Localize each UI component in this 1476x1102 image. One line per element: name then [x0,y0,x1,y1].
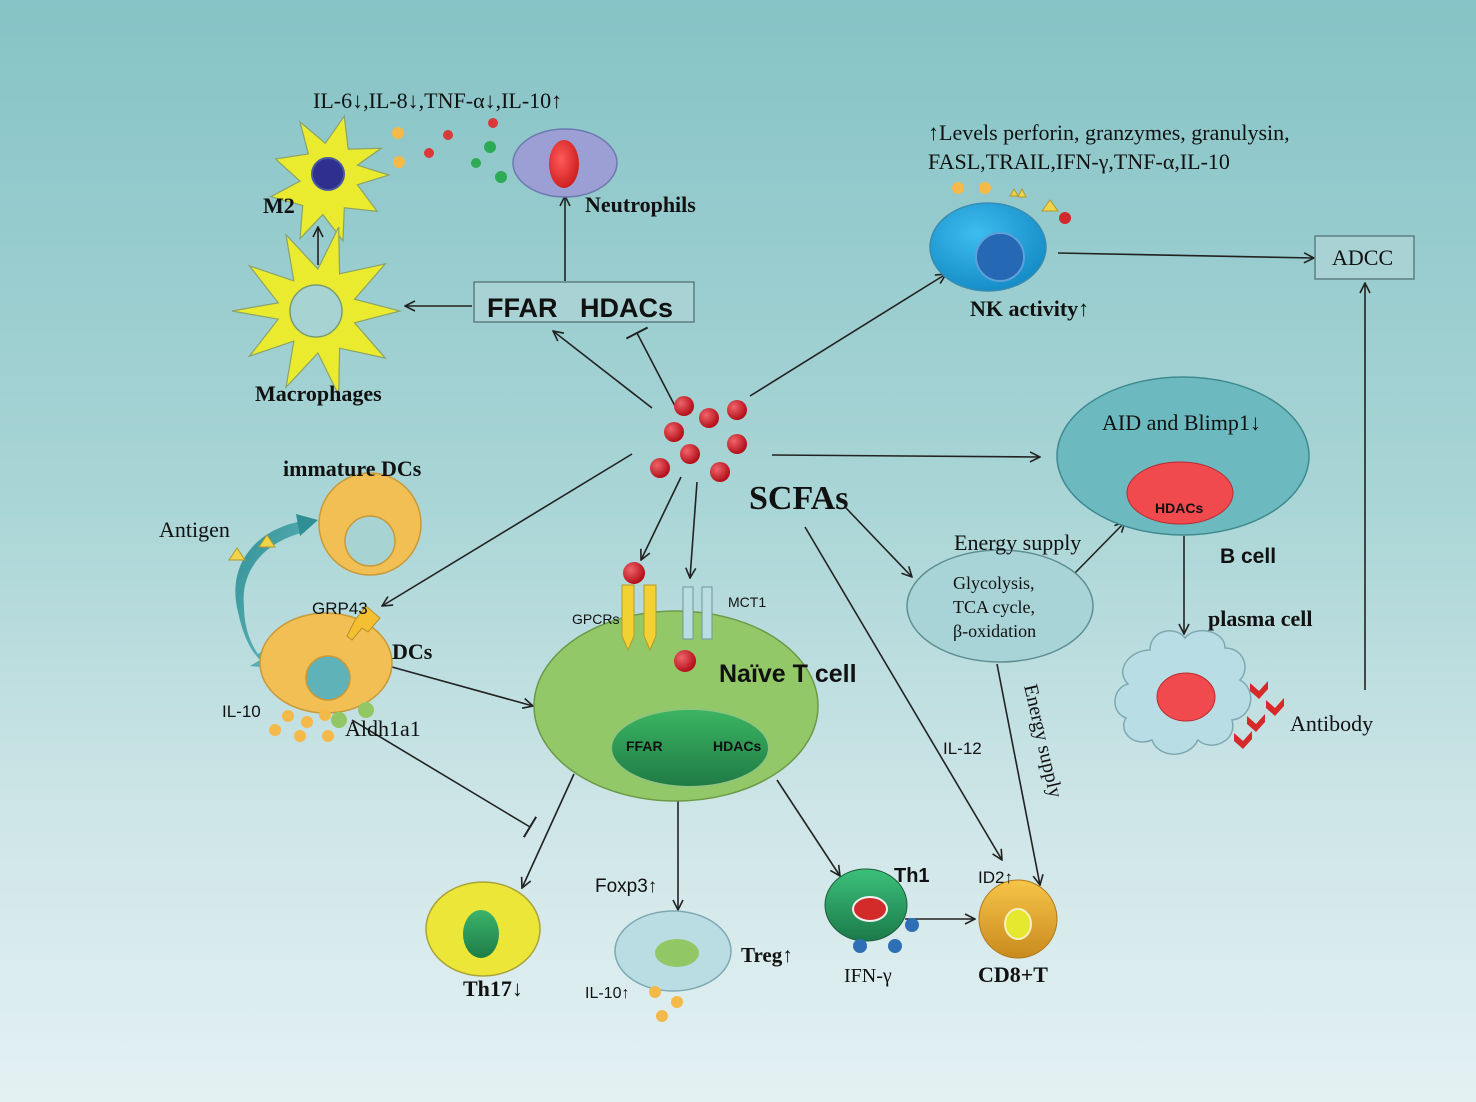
antigen-triangles [228,534,276,561]
th1-nucleus [852,896,888,922]
scfas-label: SCFAs [749,480,849,517]
inhibit-dcs-th17 [351,719,538,838]
antigen-arrow-tail [296,514,318,536]
arrow-naive-to-th17 [522,773,575,888]
arrow-metabolism-to-bcell [1071,522,1125,577]
macrophages-label: Macrophages [255,381,382,406]
grp43-label: GRP43 [312,599,368,618]
plasma-cell-label: plasma cell [1208,606,1313,631]
inhibit-scfa-hdacs [625,326,677,409]
nucleus-hdacs-label: HDACs [713,738,761,754]
m2-cell [269,114,392,243]
il10-dc-label: IL-10 [222,702,261,721]
b-cell-label: B cell [1220,545,1276,568]
cd8-label: CD8+T [978,962,1048,987]
b-cell [1056,376,1310,536]
th1-cell [824,868,919,953]
energy-supply-side-label: Energy supply [1019,682,1066,800]
tca-label: TCA cycle, [953,597,1035,617]
th17-label: Th17↓ [463,976,523,1001]
macrophage-nucleus [289,284,343,338]
arrow-scfa-to-dcs [382,453,633,606]
b-cell-body [1056,376,1310,536]
arrow-scfa-to-metabolism [845,507,912,577]
mct1-label: MCT1 [728,594,766,610]
treg-label: Treg↑ [741,943,793,967]
il10-treg-label: IL-10↑ [585,985,629,1002]
mct1-transporter [682,586,713,640]
cd8-nucleus [1004,908,1032,940]
plasma-nucleus [1156,672,1216,722]
plasma-cell [1114,630,1252,755]
arrow-naive-to-th1 [776,779,840,876]
id2-label: ID2↑ [978,868,1013,887]
adcc-box [1314,235,1415,280]
nk-levels-line2: FASL,TRAIL,IFN-γ,TNF-α,IL-10 [928,149,1230,174]
grp43-receptor [346,605,381,641]
nk-levels-line1: ↑Levels perforin, granzymes, granulysin, [928,120,1290,145]
internal-scfa [674,650,696,672]
antigen-label: Antigen [159,517,230,542]
arrow-scfa-to-gpcrs [641,476,682,560]
naive-t-nucleus [610,708,770,788]
immature-dc-nucleus [344,515,396,567]
th17-cell [425,881,541,977]
nk-activity-label: NK activity↑ [970,296,1089,321]
aldh1a1-label: Aldh1a1 [345,716,421,741]
immature-dcs-label: immature DCs [283,456,422,481]
dcs-label: DCs [392,639,433,664]
th1-label: Th1 [894,865,930,887]
macrophage-cell [231,226,403,396]
cd8-t-cell [978,879,1058,959]
th17-nucleus [463,910,499,958]
foxp3-label: Foxp3↑ [595,876,657,897]
scfa-molecules [650,396,747,482]
ifn-label: IFN-γ [844,965,892,987]
arrow-scfa-to-mct1 [690,481,698,578]
arrow-dcs-to-naive-t [391,666,533,706]
arrow-scfa-to-cd8 [804,526,1002,860]
antigen-uptake-arrow [235,520,310,668]
dc-cell [259,605,393,742]
immature-dc-cell [318,472,422,576]
m2-nucleus [311,157,345,191]
neutrophils-label: Neutrophils [585,192,696,217]
gpcrs-label: GPCRs [572,611,619,627]
arrow-metabolism-to-cd8 [996,663,1040,885]
beta-oxidation-label: β-oxidation [953,621,1036,641]
nk-nucleus [975,232,1025,282]
gpcr-receptor [621,562,657,652]
arrow-scfa-to-nk [749,274,946,397]
arrow-scfa-to-ffar [553,331,653,409]
neutrophil-cell [512,128,618,198]
cytokine-dots-top [392,118,507,183]
cytokines-label: IL-6↓,IL-8↓,TNF-α↓,IL-10↑ [313,88,562,113]
dc-nucleus [305,655,351,701]
treg-cell [614,910,732,1022]
il12-label: IL-12 [943,739,982,758]
glycolysis-label: Glycolysis, [953,573,1035,593]
neutrophil-nucleus [549,140,579,188]
arrow-nk-to-adcc [1057,253,1314,258]
nucleus-ffar-label: FFAR [626,738,663,754]
energy-supply-top-label: Energy supply [954,530,1081,555]
aid-blimp-label: AID and Blimp1↓ [1102,410,1261,435]
antibody-label: Antibody [1290,711,1373,736]
nk-cell [929,182,1071,292]
arrow-scfa-to-bcell [771,455,1040,457]
bcell-hdacs-label: HDACs [1155,500,1203,516]
antibody-marks [1234,681,1284,749]
adcc-label: ADCC [1332,245,1393,270]
m2-label: M2 [263,193,295,218]
naive-t-cell [533,562,819,802]
metabolism-ellipse [906,549,1094,663]
treg-nucleus [655,939,699,967]
b-cell-hdacs [1126,461,1234,525]
ffar-hdacs-label: FFAR HDACs [487,293,673,323]
ffar-hdacs-box [473,281,695,323]
naive-t-label: Naïve T cell [719,660,857,688]
